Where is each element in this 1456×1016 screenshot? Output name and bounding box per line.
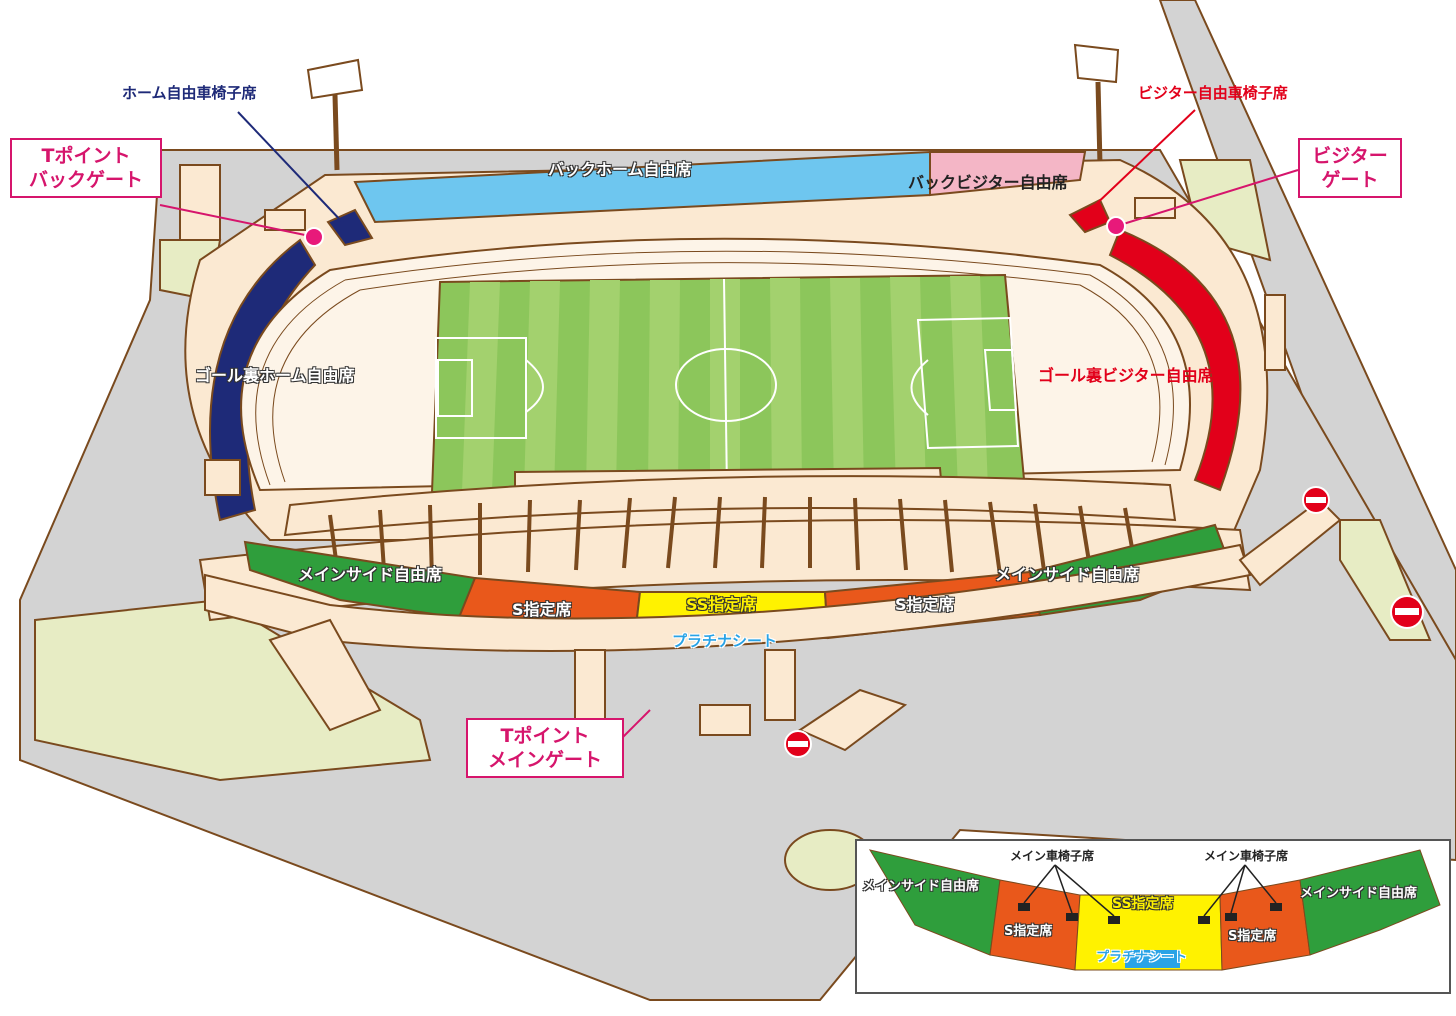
- label-goal-visitor-free: ゴール裏ビジター自由席: [1038, 366, 1214, 385]
- leader-lines: [159, 109, 1299, 741]
- t-point-back-gate-marker: [304, 227, 324, 247]
- label-s-reserved-right: S指定席: [895, 595, 955, 614]
- track-lanes: [255, 250, 1174, 486]
- label-visitor-wheelchair: ビジター自由車椅子席: [1138, 84, 1288, 102]
- label-back-visitor-free: バックビジター自由席: [908, 173, 1068, 192]
- no-entry-icon: [1302, 486, 1330, 514]
- inset-seating-diagram: [855, 839, 1451, 994]
- inset-label-main-wheelchair-left: メイン車椅子席: [1010, 849, 1095, 863]
- visitor-gate-marker: [1106, 216, 1126, 236]
- floodlight-right: [1073, 43, 1120, 166]
- label-platinum-seat: プラチナシート: [672, 632, 778, 650]
- label-main-side-free-right: メインサイド自由席: [995, 565, 1140, 584]
- no-entry-icon: [784, 730, 812, 758]
- label-home-wheelchair: ホーム自由車椅子席: [122, 84, 257, 102]
- t-point-back-gate-line1: Tポイント: [41, 145, 131, 167]
- label-ss-reserved: SS指定席: [686, 595, 757, 614]
- concourse: [179, 164, 1342, 752]
- pitch: [430, 273, 1027, 494]
- label-back-home-free: バックホーム自由席: [548, 160, 692, 179]
- inset-label-platinum-seat: プラチナシート: [1096, 950, 1188, 965]
- visitor-gate-line1: ビジター: [1312, 145, 1388, 167]
- t-point-main-gate-line2: メインゲート: [487, 749, 602, 771]
- visitor-gate-line2: ゲート: [1321, 169, 1379, 191]
- t-point-main-gate-line1: Tポイント: [500, 725, 590, 747]
- inset-label-s-reserved-right: S指定席: [1228, 929, 1277, 944]
- floodlight-left: [306, 58, 364, 171]
- t-point-main-gate: Tポイント メインゲート: [466, 718, 624, 778]
- label-s-reserved-left: S指定席: [512, 600, 572, 619]
- label-main-side-free-left: メインサイド自由席: [298, 565, 443, 584]
- label-goal-home-free: ゴール裏ホーム自由席: [195, 366, 355, 385]
- inset-label-main-wheelchair-right: メイン車椅子席: [1204, 849, 1289, 863]
- inset-label-main-side-free-left: メインサイド自由席: [862, 879, 980, 894]
- inset-label-ss-reserved: SS指定席: [1112, 896, 1174, 912]
- goal-stand-visitor: [1108, 228, 1242, 492]
- t-point-back-gate: Tポイント バックゲート: [10, 138, 162, 198]
- visitor-gate: ビジター ゲート: [1298, 138, 1402, 198]
- inset-label-main-side-free-right: メインサイド自由席: [1300, 886, 1418, 901]
- inset-label-s-reserved-left: S指定席: [1004, 924, 1053, 939]
- t-point-back-gate-line2: バックゲート: [28, 169, 143, 191]
- back-stand: [326, 150, 1112, 247]
- no-entry-icon: [1390, 595, 1424, 629]
